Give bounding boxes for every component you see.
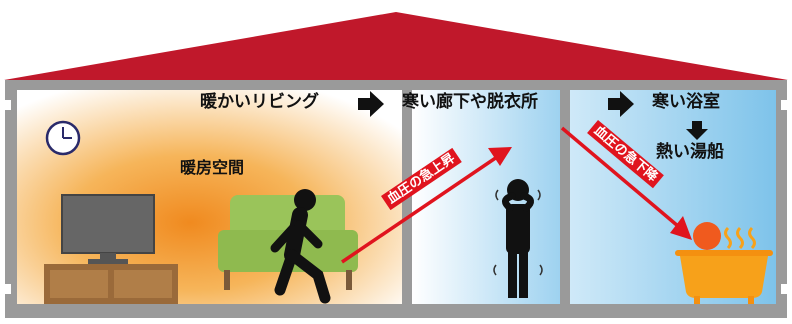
wall-notch [781,284,787,294]
floor [5,306,787,318]
bp-drop-arrow [560,126,692,240]
wall-notch [781,100,787,110]
wall-notch [5,284,11,294]
bathroom-label: 寒い浴室 [652,92,720,112]
roof [4,12,788,80]
arrow-right-icon [608,91,634,117]
tv-stand [44,264,178,304]
television-icon [61,194,155,264]
clock-icon [45,120,81,156]
hallway-label: 寒い廊下や脱衣所 [402,92,538,112]
bathtub-icon [675,222,773,304]
wall-notch [5,100,11,110]
arrow-right-icon [358,91,384,117]
arrow-down-icon [686,121,708,140]
hot-bath-label: 熱い湯船 [656,142,724,162]
hallway [412,90,560,304]
bp-rise-arrow [341,147,512,264]
warm-space-label: 暖房空間 [180,158,245,177]
shivering-person-icon [493,179,543,298]
living-room-label: 暖かいリビング [200,92,319,112]
walking-person-icon [270,189,331,304]
